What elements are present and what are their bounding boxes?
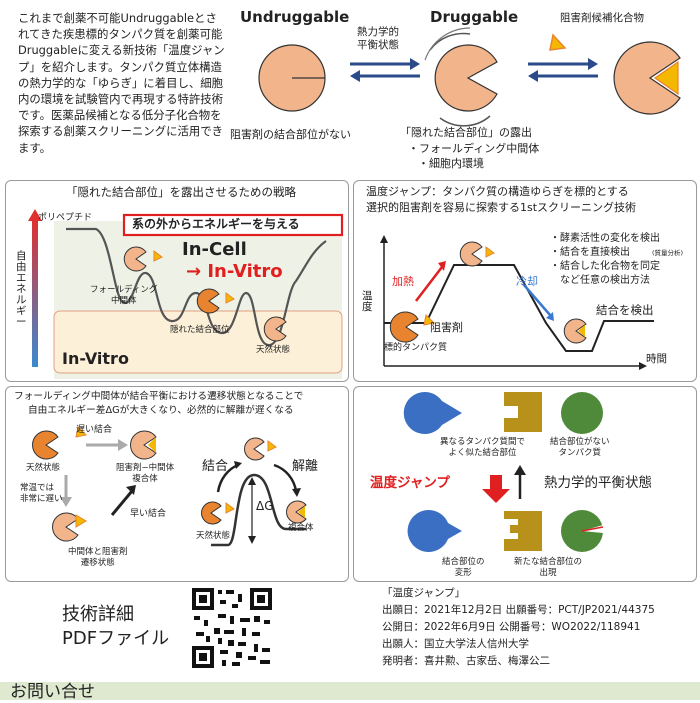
temperature-axis-label: 温度 xyxy=(362,290,373,314)
intro-text: これまで創薬不可能Undruggableとされてきた疾患標的タンパク質を創薬可能… xyxy=(18,11,225,155)
native-state-left-label: 天然状態 xyxy=(26,463,61,473)
protein-blue-top xyxy=(403,392,462,434)
deformed-site-label: 結合部位の 変形 xyxy=(442,557,485,578)
free-energy-axis: 自由エネルギー xyxy=(16,250,27,329)
target-protein-label: 標的タンパク質 xyxy=(384,343,448,353)
thermo-equilibrium-label: 熱力学的平衡状態 xyxy=(544,475,652,491)
bullet-2: ・結合を直接検出 xyxy=(550,247,630,258)
druggable-label: Druggable xyxy=(430,8,519,26)
slow-binding-label: 遅い結合 xyxy=(76,425,113,435)
candidate-compound-icon xyxy=(549,33,567,51)
equilibrium-panel: 異なるタンパク質間で よく似た結合部位 結合部位がない タンパク質 温度ジャンプ… xyxy=(353,386,697,582)
pdf-file-label: PDFファイル xyxy=(62,628,170,649)
undruggable-label: Undruggable xyxy=(240,8,350,26)
bind-label: 結合 xyxy=(202,459,229,474)
detect-binding-label: 結合を検出 xyxy=(596,303,654,317)
native-state-right-label: 天然状態 xyxy=(196,531,231,541)
energy-box-label: 系の外からエネルギーを与える xyxy=(132,217,300,231)
protein-gold-top xyxy=(504,392,542,432)
in-vitro-arrow-label: → In-Vitro xyxy=(186,261,283,282)
new-site-label: 新たな結合部位の 出現 xyxy=(514,557,583,578)
jump-arrow xyxy=(482,489,510,503)
no-site-label: 阻害剤の結合部位がない xyxy=(230,128,351,141)
delta-g-label: ΔG xyxy=(256,499,274,513)
inhibitor-label: 阻害剤 xyxy=(430,321,463,334)
equilibrium-label: 熱力学的 平衡状態 xyxy=(357,26,399,52)
application-info: 出願日：2021年12月2日 出願番号：PCT/JP2021/44375 xyxy=(382,604,655,616)
protein-gold-bottom xyxy=(504,511,542,551)
folding-intermediate-panel: フォールディング中間体が結合平衡における遷移状態となることで 自由エネルギー差Δ… xyxy=(5,386,349,582)
energy-box xyxy=(122,213,344,237)
bullet-3: ・結合した化合物を同定 xyxy=(550,261,660,272)
similar-site-label: 異なるタンパク質間で よく似た結合部位 xyxy=(440,437,526,458)
bullet-2-note: (質量分析) xyxy=(652,249,684,257)
energy-barrier xyxy=(211,473,306,547)
native-state-label: 天然状態 xyxy=(256,345,291,355)
protein-blue-bottom xyxy=(407,510,462,552)
inventors-info: 発明者：喜井勲、古家岳、梅澤公二 xyxy=(382,655,550,667)
fast-binding-label: 早い結合 xyxy=(130,509,167,519)
bullet-1: ・酵素活性の変化を検出 xyxy=(550,233,660,244)
tech-detail-label: 技術詳細 xyxy=(62,604,134,625)
in-vitro-label: In-Vitro xyxy=(62,349,129,368)
cool-label: 冷却 xyxy=(516,275,538,288)
strategy-title: 「隠れた結合部位」を露出させるための戦略 xyxy=(66,185,296,199)
temperature-jump-panel: 温度ジャンプ：タンパク質の構造ゆらぎを標的とする 選択的阻害剤を容易に探索する1… xyxy=(353,180,697,382)
patent-title: 「温度ジャンプ」 xyxy=(382,587,466,599)
temperature-jump-label: 温度ジャンプ xyxy=(370,475,450,491)
time-axis-label: 時間 xyxy=(646,353,667,365)
exposure-item-2: ・細胞内環境 xyxy=(418,157,484,170)
bullet-4: など任意の検出方法 xyxy=(550,275,650,286)
panel3-title-1: フォールディング中間体が結合平衡における遷移状態となることで xyxy=(14,391,304,402)
temperature-profile xyxy=(384,264,654,352)
polypeptide-label: ポリペプチド xyxy=(38,213,93,223)
dissociate-label: 解離 xyxy=(292,459,319,474)
contact-label[interactable]: お問い合せ xyxy=(10,682,95,702)
druggable-protein xyxy=(434,44,498,112)
normal-temp-label: 常温では 非常に遅い xyxy=(20,483,63,504)
exposure-title: 「隠れた結合部位」の露出 xyxy=(400,126,532,139)
strategy-panel: 「隠れた結合部位」を露出させるための戦略 系の外からエネルギーを与える 自由エネ… xyxy=(5,180,349,382)
in-cell-label: In-Cell xyxy=(182,239,247,260)
panel3-title-2: 自由エネルギー差ΔGが大きくなり、必然的に解離が遅くなる xyxy=(28,405,294,416)
contact-bar: お問い合せ xyxy=(0,682,700,702)
top-diagram xyxy=(258,27,681,127)
exposure-item-1: ・フォールディング中間体 xyxy=(408,142,540,155)
protein-green-top xyxy=(561,392,603,434)
panel2-title-1: 温度ジャンプ：タンパク質の構造ゆらぎを標的とする xyxy=(366,185,629,198)
applicant-info: 出願人：国立大学法人信州大学 xyxy=(382,638,529,650)
candidate-label: 阻害剤候補化合物 xyxy=(560,12,644,24)
panel2-title-2: 選択的阻害剤を容易に探索する1stスクリーニング技術 xyxy=(366,201,637,214)
transition-state-label: 中間体と阻害剤 遷移状態 xyxy=(68,547,128,568)
folding-intermediate-label: フォールディング 中間体 xyxy=(90,285,158,306)
complex-right-label: 複合体 xyxy=(288,523,314,533)
complex-label: 阻害剤−中間体 複合体 xyxy=(116,463,175,484)
publication-info: 公開日：2022年6月9日 公開番号：WO2022/118941 xyxy=(382,621,641,633)
heat-label: 加熱 xyxy=(392,275,414,288)
bound-complex xyxy=(613,41,681,115)
no-site-protein-label: 結合部位がない タンパク質 xyxy=(550,437,610,458)
hidden-site-label: 隠れた結合部位 xyxy=(170,325,230,335)
